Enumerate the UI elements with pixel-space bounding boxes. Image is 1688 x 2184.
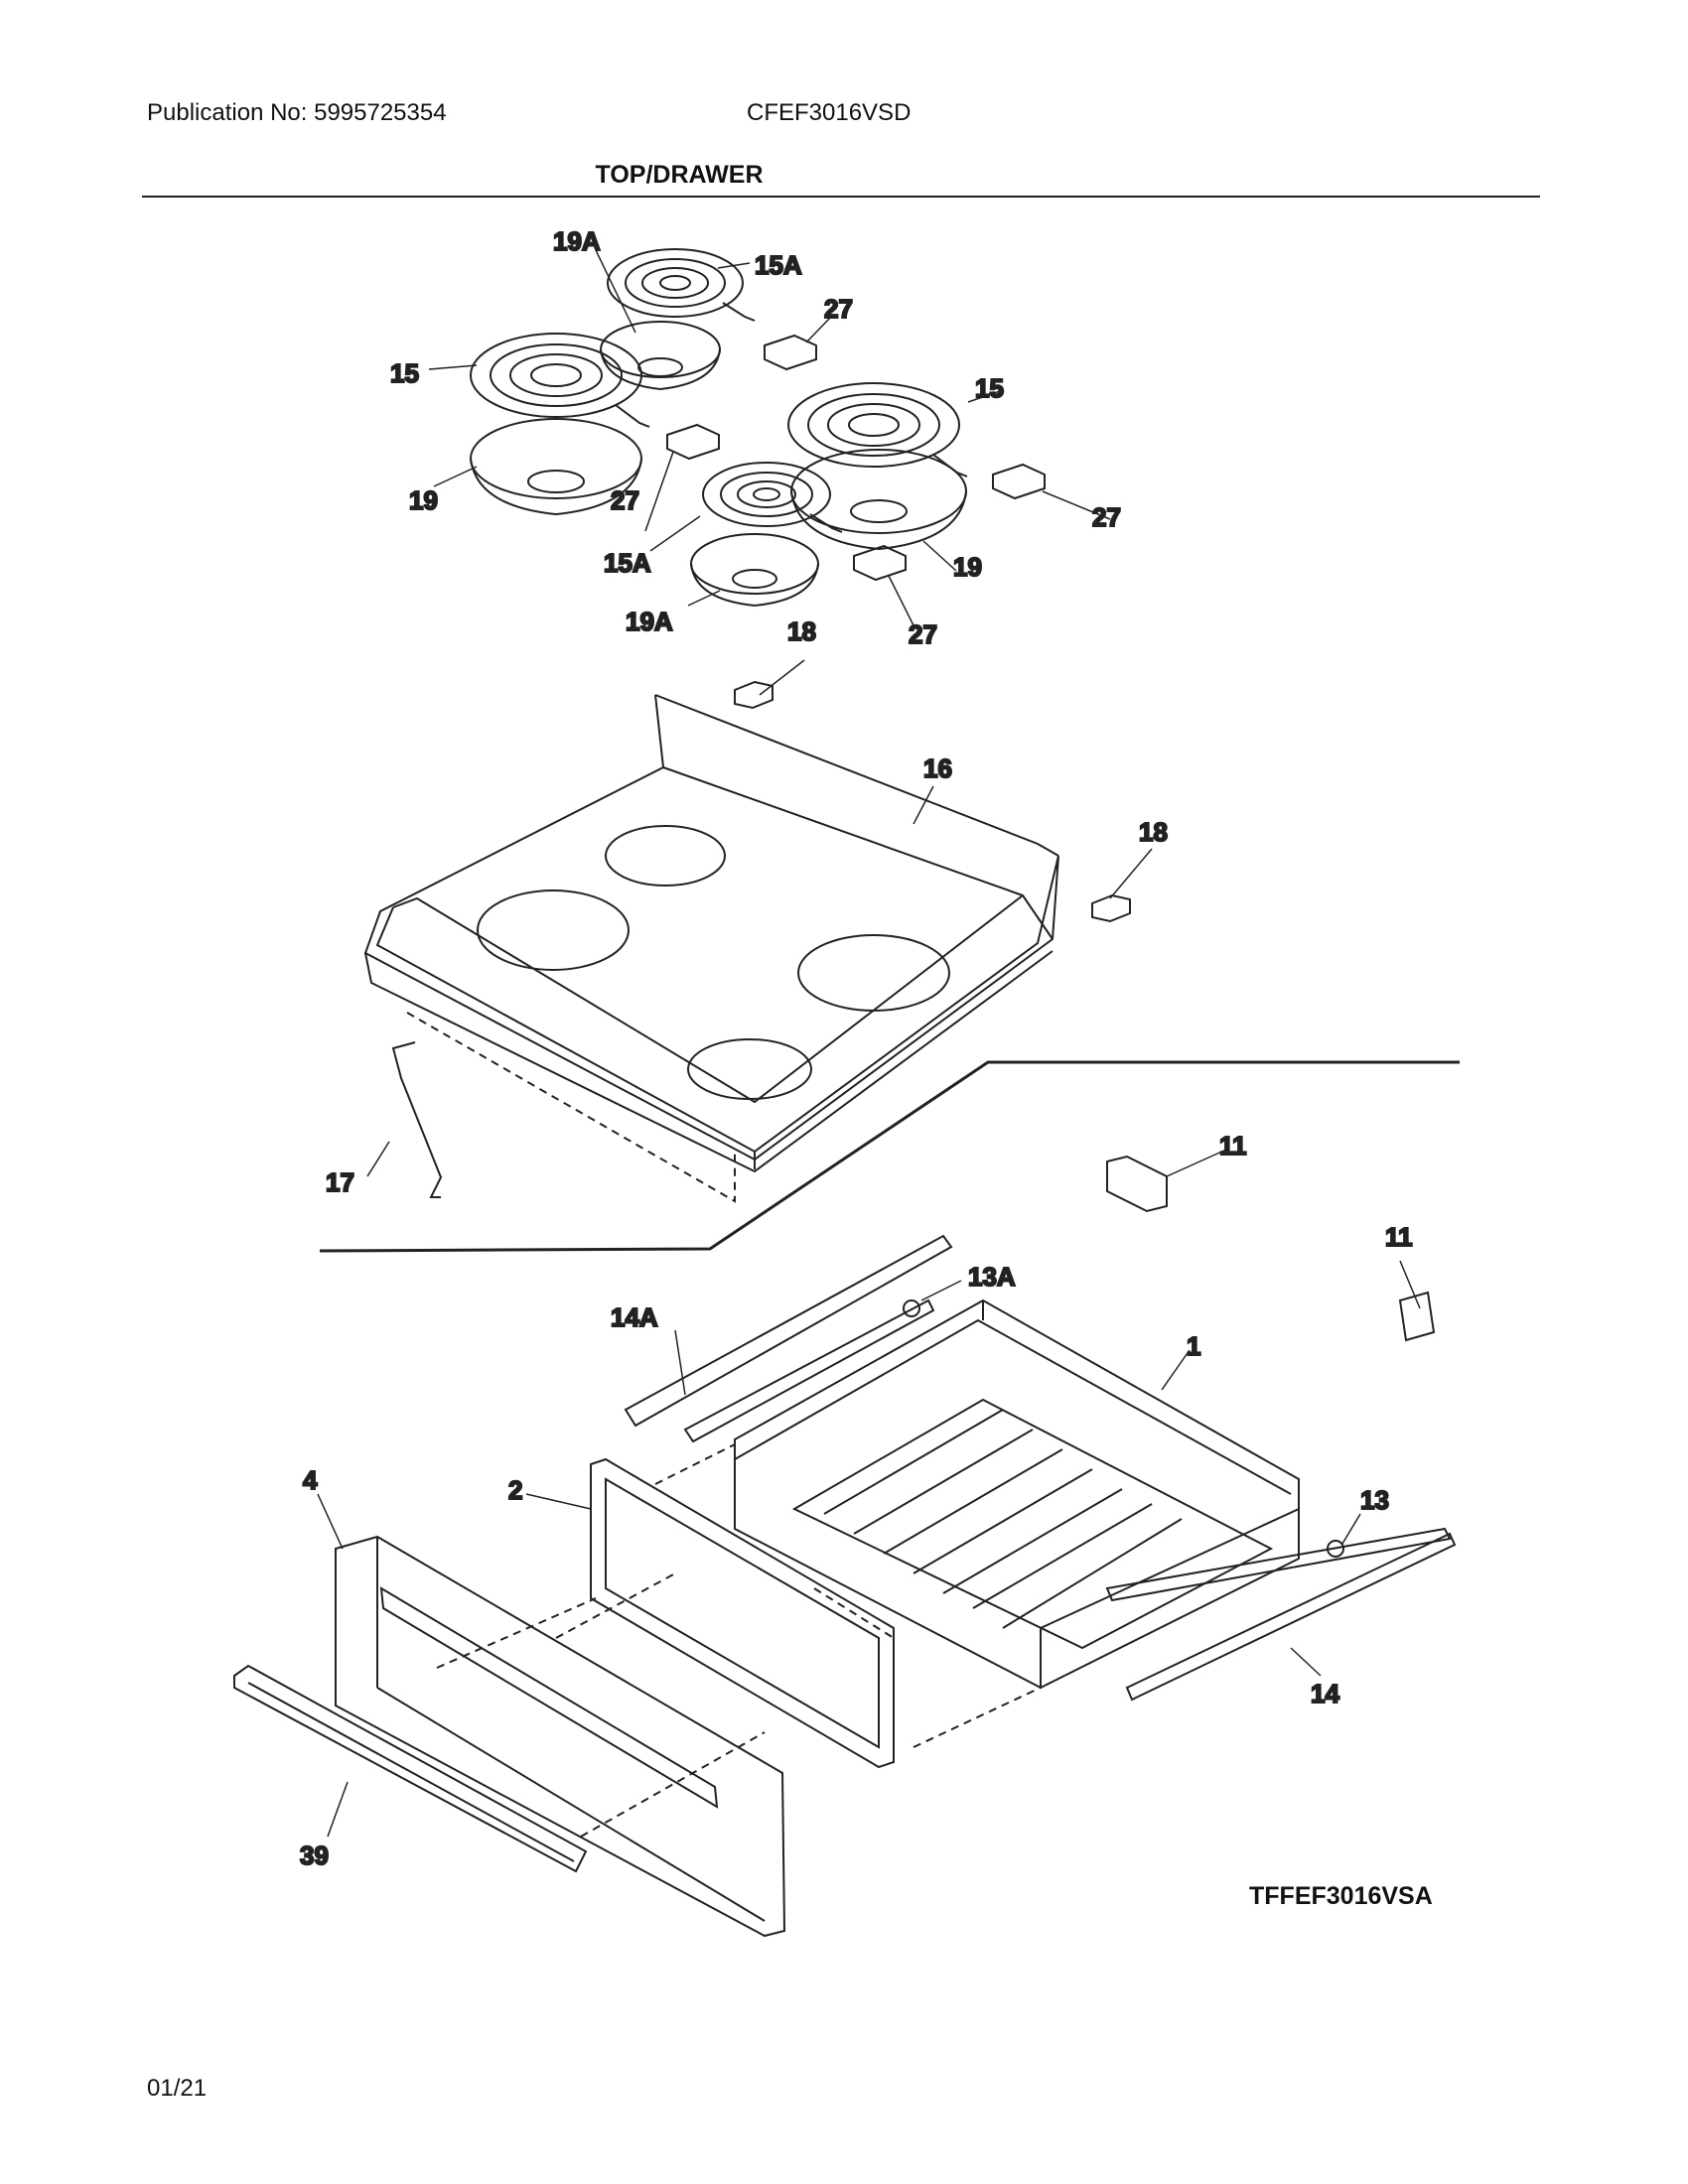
publication-number: Publication No: 5995725354: [147, 99, 447, 126]
callout-13a: 13A: [968, 1262, 1016, 1292]
callout-27-a: 27: [824, 294, 853, 324]
callout-39: 39: [300, 1841, 329, 1870]
callout-1: 1: [1187, 1331, 1200, 1361]
callout-27-b: 27: [611, 485, 639, 515]
drawer-frame: [590, 1457, 895, 1769]
top-support-rod: [391, 1041, 443, 1198]
surface-element-rear-left: [607, 248, 756, 322]
callout-14a: 14A: [611, 1302, 658, 1332]
callout-19-right: 19: [953, 552, 982, 582]
callout-15-left: 15: [390, 358, 419, 388]
leader-lines: [317, 249, 1421, 1838]
callout-17: 17: [326, 1167, 354, 1197]
header-rule: [142, 196, 1540, 198]
drip-pan-front: [690, 533, 819, 608]
callout-15a-front: 15A: [604, 548, 651, 578]
callout-27-c: 27: [1092, 502, 1121, 532]
roller-13: [1327, 1540, 1344, 1558]
callout-18-right: 18: [1139, 817, 1168, 847]
callout-15a-rear: 15A: [755, 250, 802, 280]
surface-element-front: [702, 462, 843, 533]
callout-19a-rear: 19A: [553, 226, 601, 256]
drawer-front-panel: [335, 1535, 786, 1938]
callout-27-d: 27: [909, 619, 937, 649]
callout-4: 4: [303, 1465, 318, 1495]
callout-19-left: 19: [409, 485, 438, 515]
callout-13: 13: [1360, 1485, 1389, 1515]
callout-14: 14: [1311, 1679, 1339, 1708]
receptacle-blocks: [666, 334, 1046, 582]
surface-element-left: [470, 333, 650, 428]
assembly-guide-lines: [436, 1443, 1042, 1838]
drawer-body: [734, 1298, 1300, 1690]
callout-11-b: 11: [1385, 1222, 1413, 1252]
callout-2: 2: [508, 1475, 522, 1505]
drip-pan-left: [470, 418, 642, 516]
callout-19a-front: 19A: [626, 607, 673, 636]
drip-pan-rear-left: [600, 321, 721, 391]
brackets-18: [734, 680, 1131, 923]
main-top: [363, 694, 1059, 1203]
callout-15-right: 15: [975, 373, 1004, 403]
diagram-code: TFFEF3016VSA: [1249, 1882, 1433, 1910]
callout-16: 16: [923, 753, 952, 783]
callout-18-top: 18: [787, 616, 816, 646]
page-number: 01/21: [147, 2075, 208, 2102]
section-divider: [319, 1060, 1460, 1253]
section-title: TOP/DRAWER: [595, 161, 764, 189]
drawer-handle: [233, 1664, 588, 1873]
callout-11-a: 11: [1219, 1131, 1247, 1160]
drip-pan-right: [790, 449, 967, 551]
hinge-brackets: [1106, 1155, 1436, 1342]
roller-13a: [903, 1299, 920, 1317]
model-number: CFEF3016VSD: [747, 99, 912, 126]
